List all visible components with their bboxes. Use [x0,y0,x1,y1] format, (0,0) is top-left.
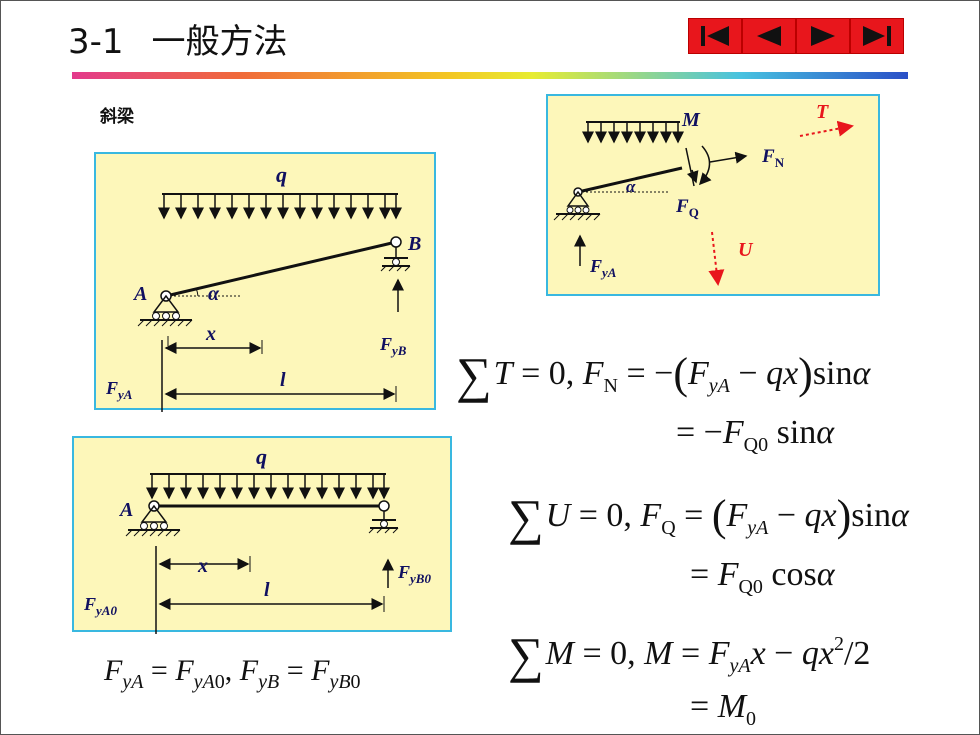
load-label: q [276,162,287,187]
reaction-a-label: FyA0 [83,594,117,618]
free-body-diagram: M α FN FQ T U FyA [553,101,854,286]
free-body-panel: M α FN FQ T U FyA [546,94,880,296]
distributed-load [158,193,402,220]
equation-sum-t: ∑T = 0, FN = −(FyA − qx)sinα [456,347,871,403]
slide-nav [688,18,904,54]
gradient-divider [72,72,908,79]
pin-support-a [137,290,193,327]
roller-support-b [368,500,399,534]
previous-slide-button[interactable] [742,18,796,54]
u-axis-label: U [738,239,754,261]
shear-label: FQ [675,196,699,220]
play-back-icon [757,26,781,46]
skip-back-icon [701,26,729,46]
horizontal-beam-panel: q A x FyB0 l FyA0 [72,436,452,634]
section-label: 斜梁 [100,107,134,127]
distributed-load [582,121,684,144]
equation-sum-t-result: = −FQ0 sinα [676,414,835,456]
title-number: 3-1 [68,22,124,62]
dim-x-label: x [197,555,208,577]
dim-l-label: l [264,579,270,601]
load-label: q [256,444,267,469]
t-axis-label: T [816,101,829,123]
axial-label: FN [761,146,785,170]
play-icon [811,26,835,46]
inclined-beam [165,240,397,298]
angle-label: α [626,177,636,196]
dim-x-label: x [205,323,216,345]
roller-support-b [380,236,411,272]
next-slide-button[interactable] [796,18,850,54]
reaction-label: FyA [589,256,617,280]
skip-forward-icon [863,26,891,46]
angle-label: α [208,283,220,305]
reaction-b-label: FyB [379,334,407,358]
title-text: 一般方法 [151,22,288,62]
equation-sum-m-result: = M0 [690,688,757,730]
last-slide-button[interactable] [850,18,904,54]
support-a-label: A [118,499,133,521]
equation-sum-u-result: = FQ0 cosα [690,556,835,598]
shear-arrow [686,169,699,184]
moment-arrow [698,145,712,186]
reaction-b-label: FyB0 [397,562,431,586]
pin-support-a [125,500,181,537]
u-axis-arrow [708,231,725,286]
beam-segment [577,166,683,194]
inclined-beam-panel: q α A B FyB x l FyA [94,152,436,412]
equation-sum-u: ∑U = 0, FQ = (FyA − qx)sinα [508,489,909,545]
horizontal-beam-diagram: q A x FyB0 l FyA0 [83,444,431,634]
dim-l-label: l [280,369,286,391]
inclined-beam-diagram: q α A B FyB x l FyA [105,162,421,412]
reaction-a-label: FyA [105,378,133,402]
page-title: 3-1 一般方法 [68,14,288,63]
first-slide-button[interactable] [688,18,742,54]
support-b-label: B [407,233,421,255]
support-a-label: A [132,283,147,305]
moment-label: M [681,109,701,131]
equation-sum-m: ∑M = 0, M = FyAx − qx2/2 [508,627,871,683]
equation-reaction-equality: FyA = FyA0, FyB = FyB0 [104,654,361,693]
distributed-load [146,473,390,500]
t-axis-arrow [799,120,854,137]
pin-support [553,187,601,221]
axial-arrow [709,151,748,164]
